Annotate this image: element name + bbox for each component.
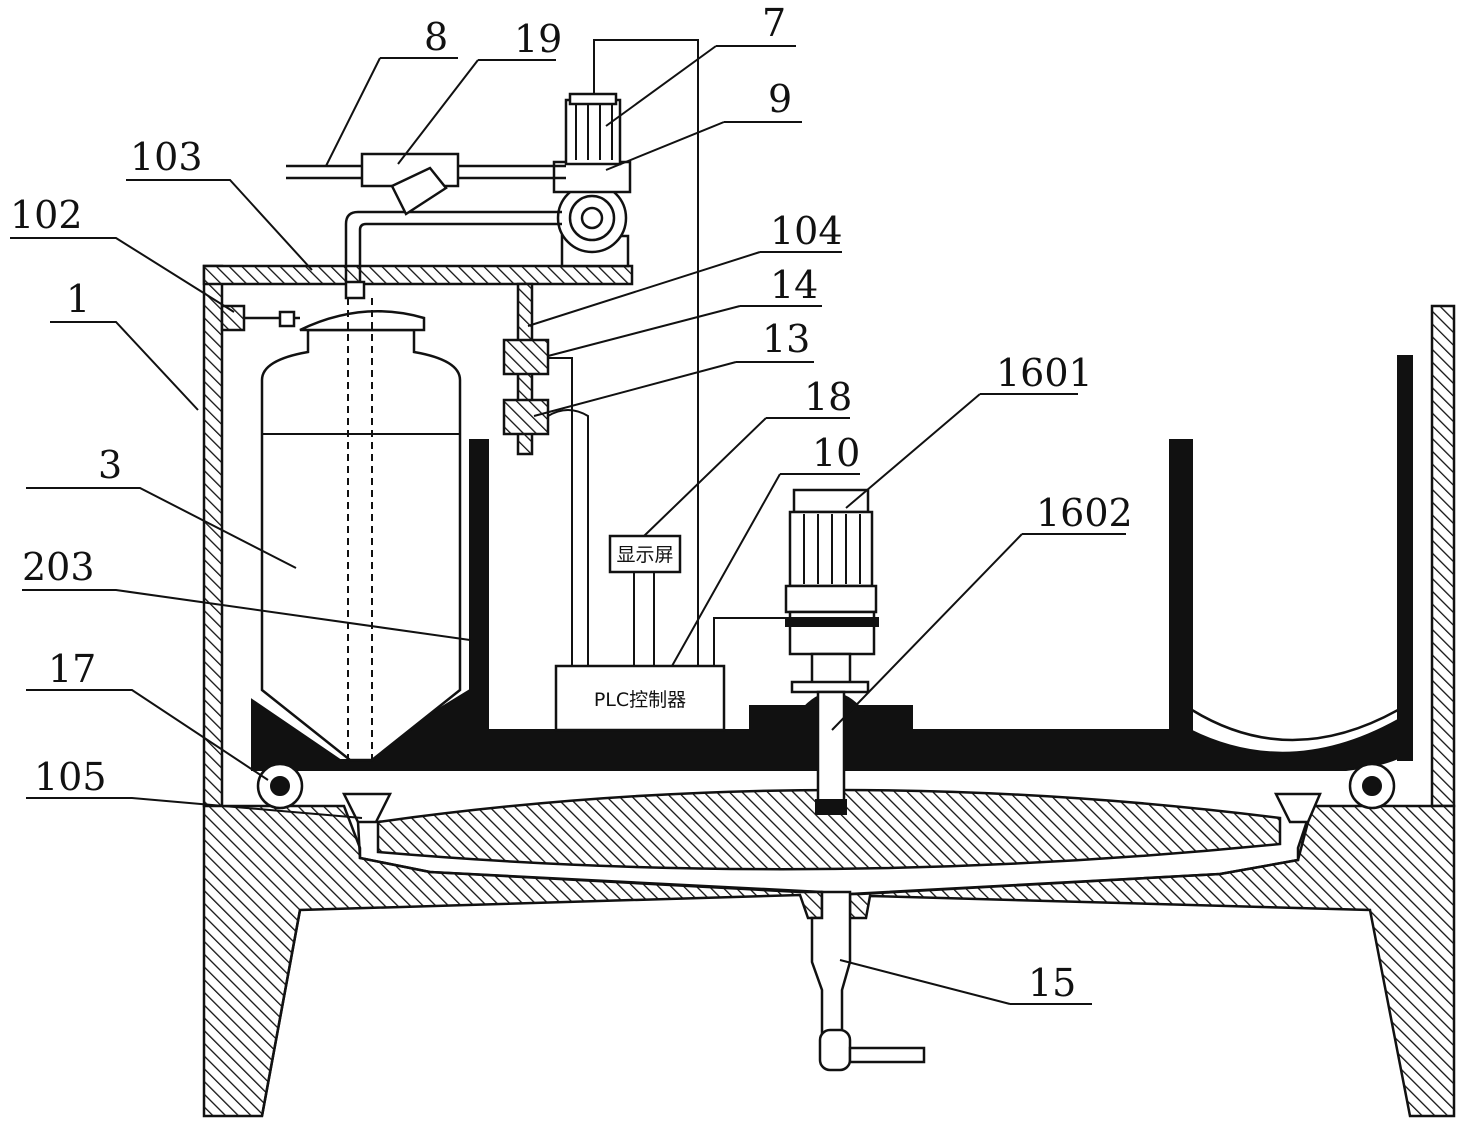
mixer-shaft-end: [815, 799, 847, 815]
sensor-14: [502, 338, 550, 376]
sensor-wire-b: [547, 409, 589, 666]
mixer-flange: [790, 680, 870, 694]
sensor-wire-a: [548, 357, 573, 666]
mixer: [784, 488, 879, 815]
callout-3: 3: [98, 443, 122, 487]
partition-wall-203: [469, 439, 489, 731]
pump-assembly: [286, 39, 699, 666]
drain-channel-right: [849, 821, 1310, 896]
mixer-neck: [810, 652, 852, 686]
mixer-shaft-1602: [816, 690, 846, 804]
plc-controller-label: PLC控制器: [594, 689, 686, 711]
frame-left-wall: [202, 264, 224, 808]
leader-19: [397, 59, 556, 165]
leader-1602: [831, 533, 1126, 731]
leader-104: [527, 251, 842, 327]
callout-17: 17: [48, 647, 96, 691]
valve-19-filter: [390, 166, 448, 216]
drain-system: [341, 792, 1322, 1072]
controls: 显示屏 PLC控制器: [554, 534, 790, 732]
leader-103: [126, 179, 313, 271]
leader-8: [325, 57, 458, 167]
left-leg-edge: [260, 909, 302, 1117]
callout-104: 104: [770, 209, 843, 253]
tank-body: [260, 328, 462, 762]
tank-left-wall: [1169, 439, 1193, 741]
leader-203: [22, 589, 471, 641]
outlet-elbow: [818, 1028, 852, 1072]
wheel-left-hub: [270, 776, 290, 796]
plc-controller: [554, 664, 726, 732]
callout-7: 7: [762, 1, 786, 45]
callout-102: 102: [10, 193, 83, 237]
display-screen: [608, 534, 682, 574]
callout-103: 103: [130, 135, 203, 179]
leader-9: [605, 121, 802, 171]
sensor-column: [502, 282, 589, 666]
tank-lid: [299, 310, 426, 332]
leader-lines: [10, 45, 1126, 1005]
callout-10: 10: [812, 431, 860, 475]
callout-105: 105: [34, 755, 107, 799]
motor-wire: [593, 39, 699, 666]
leader-102: [10, 237, 235, 313]
leader-13: [533, 361, 814, 417]
tank-right-wall: [1397, 355, 1413, 761]
callout-14: 14: [770, 263, 818, 307]
clamp-102: [220, 304, 246, 332]
callout-9: 9: [768, 77, 792, 121]
callout-1602: 1602: [1036, 491, 1133, 535]
storage-tank: [220, 280, 462, 762]
callout-1: 1: [66, 277, 90, 321]
callout-15: 15: [1028, 961, 1076, 1005]
mixer-gearbox: [784, 584, 878, 614]
leader-15: [839, 959, 1092, 1005]
callout-18: 18: [804, 375, 852, 419]
left-drain-funnel: [341, 792, 393, 824]
outlet-horizontal-pipe: [848, 1046, 926, 1064]
motor-cap: [568, 92, 618, 106]
callout-1601: 1601: [996, 351, 1093, 395]
wheel-right-hub: [1362, 776, 1382, 796]
callout-19: 19: [514, 17, 562, 61]
callout-13: 13: [762, 317, 810, 361]
leader-1: [50, 321, 199, 411]
leader-3: [26, 487, 297, 569]
clamp-nut: [278, 310, 296, 328]
callout-labels: 8 19 7 9 103 102 104 14 13 1 18 1601 10 …: [10, 1, 1133, 1005]
leader-7: [605, 45, 796, 127]
leader-10: [671, 473, 860, 667]
pump-housing-core: [580, 206, 604, 230]
drain-channel-left: [356, 821, 823, 894]
suction-pipe: [344, 210, 562, 282]
wheels: [256, 762, 1396, 810]
callout-203: 203: [22, 545, 95, 589]
base-lens: [376, 788, 1282, 871]
mixer-band: [785, 617, 879, 627]
leader-1601: [845, 393, 1078, 509]
top-plate: [202, 264, 634, 286]
display-screen-label: 显示屏: [616, 544, 673, 566]
leader-17: [26, 689, 269, 781]
leader-14: [547, 305, 822, 357]
mixer-motor-cap: [792, 488, 870, 514]
leader-18: [643, 417, 850, 537]
frame-right-wall: [1430, 304, 1456, 808]
tank-inlet-stub: [344, 280, 366, 300]
suction-pipe-outer: [358, 222, 562, 282]
plc-to-mixer-wire: [713, 617, 790, 666]
callout-8: 8: [424, 15, 448, 59]
sensor-13: [502, 398, 550, 436]
leader-105: [26, 797, 363, 819]
tank-bowl: [1191, 708, 1399, 742]
